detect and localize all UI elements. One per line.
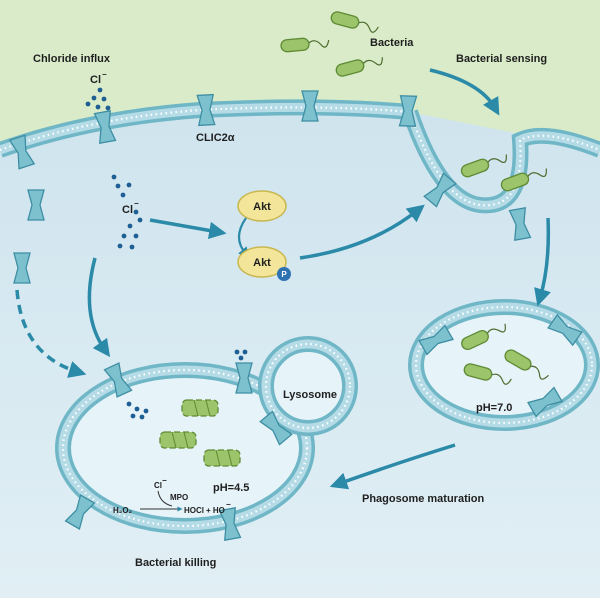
clic2a-channel-icon [547, 313, 583, 347]
cl-bottom-charge: − [162, 476, 167, 485]
chloride-ion-icon [126, 182, 132, 188]
bacteria-icon [335, 57, 383, 77]
clic2a-channel-icon [218, 507, 242, 541]
clic2a-channel-icon [235, 362, 253, 394]
arrow-channel-traffic [15, 289, 87, 378]
chloride-ion-icon [95, 104, 101, 110]
arrow-cl-to-phagolysosome [87, 257, 111, 358]
chloride-influx-label: Chloride influx [33, 53, 111, 65]
clic2a-channel-icon [398, 95, 418, 127]
clic2a-channel-icon [93, 110, 117, 144]
phagosome-maturation-label: Phagosome maturation [362, 493, 485, 505]
clic2a-channel-icon [418, 324, 454, 356]
clic2a-channel-icon [13, 252, 31, 284]
akt-node: Akt [237, 190, 287, 222]
clic2a-label: CLIC2α [196, 132, 235, 144]
chloride-ion-icon [129, 244, 135, 250]
chloride-ion-icon [97, 87, 103, 93]
cl-top-charge: − [102, 70, 107, 79]
degraded-bacteria-icon [181, 399, 219, 417]
clic2a-channel-icon [27, 189, 45, 221]
bacteria-icon [463, 363, 512, 385]
clic2a-channel-icon [8, 134, 36, 170]
clic2a-channel-icon [508, 207, 532, 241]
arrow-akt-to-membrane [299, 204, 425, 260]
plasma-membrane [0, 99, 411, 158]
chloride-ion-icon [115, 183, 121, 189]
lysosome [258, 336, 358, 436]
chloride-ion-icon [127, 223, 133, 229]
akt-label: Akt [253, 201, 271, 213]
cl-top-label: Cl [90, 74, 101, 86]
arrow-sensing-to-phagosome [534, 217, 551, 307]
chloride-ion-icon [143, 408, 149, 414]
clic2a-channel-icon [527, 386, 563, 418]
bacteria-icon [280, 37, 330, 53]
phospho-akt-label: Akt [253, 257, 271, 269]
chloride-ion-icon [133, 233, 139, 239]
clic2a-channels [8, 90, 583, 541]
bacteria-icon [461, 323, 506, 351]
lysosome-label: Lysosome [283, 389, 337, 401]
bacteria-icon [330, 11, 379, 33]
chloride-ion-icon [130, 413, 136, 419]
chloride-ion-icon [242, 349, 248, 355]
phospho-label: P [281, 270, 287, 279]
bacterial-sensing-label: Bacterial sensing [456, 53, 547, 65]
chloride-ion-icon [111, 174, 117, 180]
ph-phagolysosome-label: pH=4.5 [213, 482, 249, 494]
chloride-ion-icon [238, 355, 244, 361]
bacteria-icon [500, 168, 547, 192]
cl-bottom-label: Cl [154, 481, 162, 490]
arrow-maturation [329, 443, 456, 490]
chloride-ion-icon [133, 209, 139, 215]
chloride-ion-icon [91, 95, 97, 101]
chloride-ion-icon [120, 192, 126, 198]
phospho-icon [277, 267, 291, 281]
plus-ho-label: + HO [206, 506, 225, 515]
clic2a-channel-icon [301, 90, 319, 122]
phospho-akt-node: Akt P [237, 246, 291, 281]
degraded-bacteria-icon [203, 449, 241, 467]
chloride-ion-icon [105, 105, 111, 111]
chloride-ion-icon [234, 349, 240, 355]
clic2a-channel-icon [259, 410, 293, 446]
bacteria-icon [504, 349, 549, 380]
clic2a-channel-icon [103, 362, 133, 398]
chloride-ion-icon [101, 96, 107, 102]
clic2a-channel-icon [196, 93, 216, 127]
clic2a-channel-icon [423, 172, 457, 208]
bacteria-icon [460, 154, 507, 178]
pathway-arrows [15, 68, 551, 490]
hocl-label: HOCl [184, 506, 204, 515]
chloride-ion-icon [134, 406, 140, 412]
degraded-bacteria-icon [159, 431, 197, 449]
bacterial-killing-label: Bacterial killing [135, 557, 216, 569]
sensing-invagination [402, 109, 600, 214]
mpo-reaction: Cl − MPO H₂O₂ HOCl + HO − [113, 476, 231, 515]
bacteria-label: Bacteria [370, 37, 414, 49]
clic2a-channel-icon [64, 494, 96, 530]
mpo-label: MPO [170, 493, 188, 502]
arrow-cl-to-akt [149, 218, 227, 240]
chloride-ion-icon [121, 233, 127, 239]
chloride-ion-icon [85, 101, 91, 107]
cl-mid-label: Cl [122, 204, 133, 216]
h2o2-label: H₂O₂ [113, 506, 133, 515]
chloride-ion-icon [117, 243, 123, 249]
chloride-ion-icon [126, 401, 132, 407]
ph-phagosome-label: pH=7.0 [476, 402, 512, 414]
arrow-bacteria-to-sensing [429, 68, 500, 116]
chloride-ion-icon [139, 414, 145, 420]
chloride-ions [85, 87, 248, 420]
cl-mid-charge: − [134, 199, 139, 208]
chloride-ion-icon [137, 217, 143, 223]
bacteria-group [159, 11, 549, 467]
ho-charge: − [226, 500, 231, 509]
